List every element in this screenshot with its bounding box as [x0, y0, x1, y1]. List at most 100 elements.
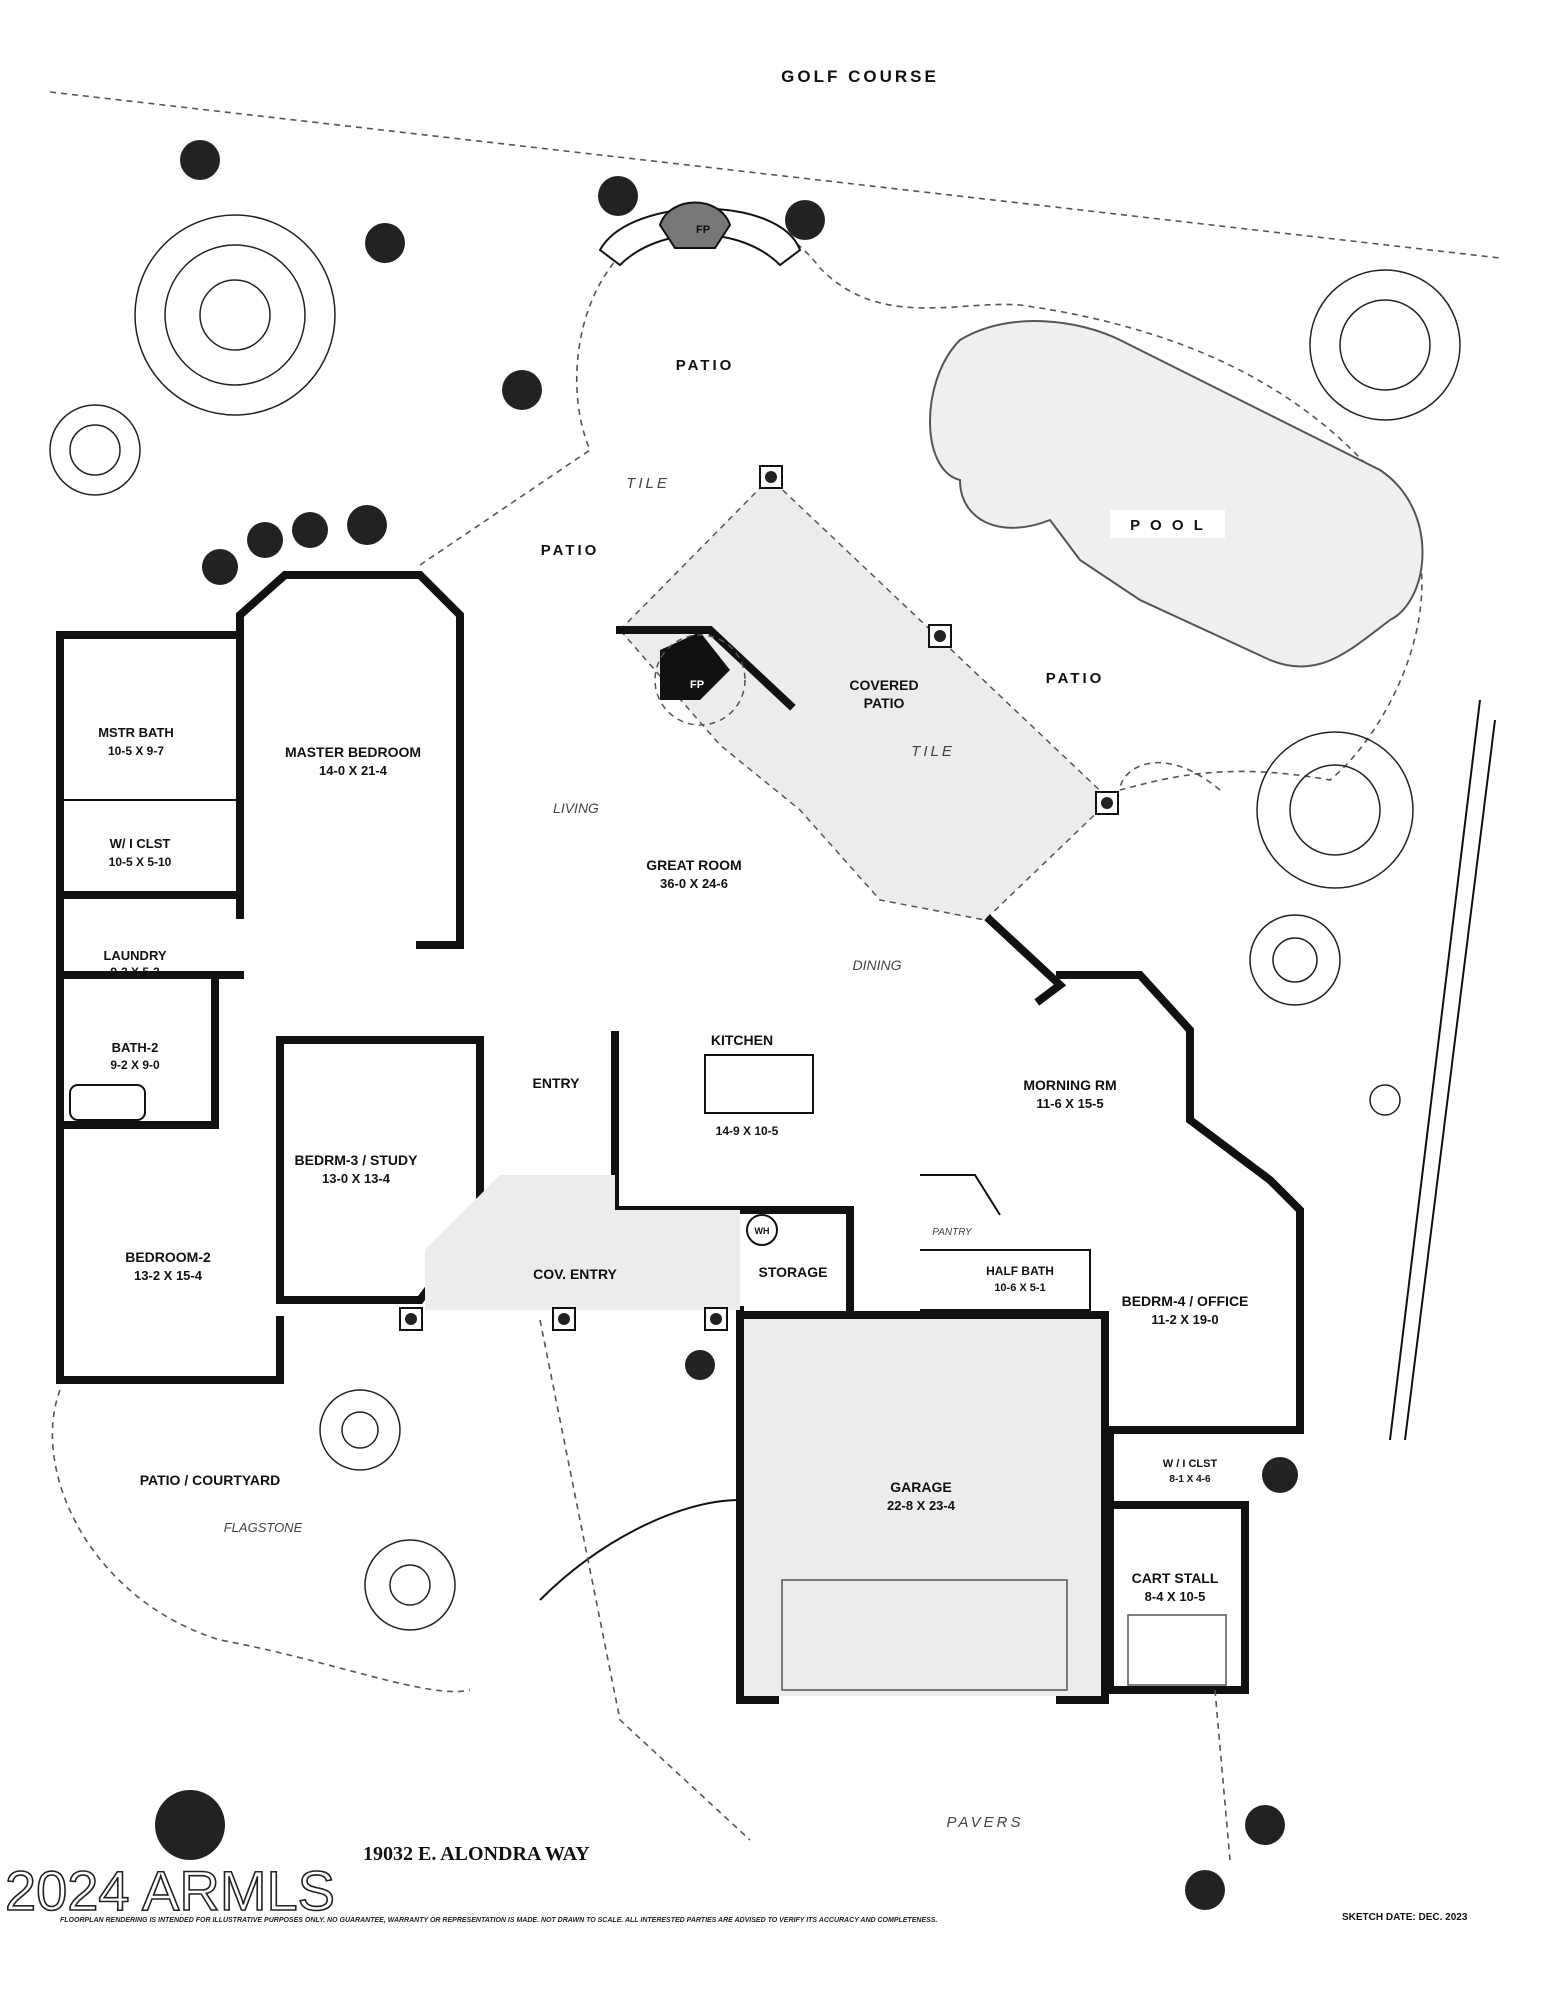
wall-cart-stall	[1106, 1501, 1249, 1694]
shrub-flower-sw	[364, 1539, 456, 1631]
living-label: LIVING	[553, 800, 599, 816]
half-bath-size: 10-6 X 5-1	[994, 1282, 1045, 1294]
patio-west-label: PATIO	[541, 542, 600, 559]
master-bedroom-name: MASTER BEDROOM	[285, 744, 421, 760]
column-dot	[765, 471, 777, 483]
property-line	[49, 91, 1501, 259]
kitchen-size: 14-9 X 10-5	[716, 1124, 779, 1138]
patio-outline-east	[1119, 761, 1221, 791]
wall-morning-bedrm4	[1056, 971, 1304, 1434]
great-room-size: 36-0 X 24-6	[660, 876, 728, 891]
covered-patio-label-2: PATIO	[864, 695, 905, 711]
wi-clst-name: W/ I CLST	[110, 836, 171, 851]
covered-patio	[618, 476, 1112, 921]
watermark: 2024 ARMLS	[5, 1859, 335, 1922]
wall-master-bedroom	[236, 571, 464, 949]
wh-label: WH	[755, 1226, 770, 1236]
wi-clst2-name: W / I CLST	[1163, 1458, 1218, 1470]
shrub	[347, 505, 387, 545]
wall-storage	[731, 1206, 854, 1314]
wall-half-bath	[920, 1249, 1091, 1311]
bedrm3-name: BEDRM-3 / STUDY	[295, 1152, 419, 1168]
shrub	[1185, 1870, 1225, 1910]
shrub	[1245, 1805, 1285, 1845]
pavers-label: PAVERS	[947, 1814, 1024, 1831]
tree-large-nw	[134, 214, 336, 416]
wall-west	[56, 631, 284, 1384]
shrub	[202, 549, 238, 585]
disclaimer: FLOORPLAN RENDERING IS INTENDED FOR ILLU…	[60, 1917, 937, 1924]
tree-round-w	[49, 404, 141, 496]
tile-covered-label: TILE	[911, 743, 955, 760]
shrub	[247, 522, 283, 558]
kitchen-name: KITCHEN	[711, 1032, 773, 1048]
sketch-date: SKETCH DATE: DEC. 2023	[1342, 1912, 1468, 1923]
wall-garage-east	[736, 1311, 1109, 1704]
wall-pantry	[920, 1174, 1001, 1216]
address-title: 19032 E. ALONDRA WAY	[363, 1843, 590, 1865]
half-bath-name: HALF BATH	[986, 1264, 1054, 1278]
shrub	[598, 176, 638, 216]
tree-large-ne	[1309, 269, 1461, 421]
garage-door	[781, 1579, 1068, 1691]
wi-clst2-size: 8-1 X 4-6	[1169, 1474, 1211, 1485]
fp-outdoor-label: FP	[696, 224, 710, 236]
golf-course-label: GOLF COURSE	[781, 67, 939, 86]
property-wall-inner	[1404, 719, 1496, 1441]
morning-rm-size: 11-6 X 15-5	[1036, 1096, 1103, 1111]
shrub-flower-courtyard	[319, 1389, 401, 1471]
great-room-name: GREAT ROOM	[646, 857, 741, 873]
pavers-edge	[1214, 1689, 1231, 1861]
shrub	[685, 1350, 715, 1380]
patio-east-label: PATIO	[1046, 670, 1105, 687]
master-bedroom-size: 14-0 X 21-4	[319, 763, 388, 778]
laundry-size: 9-2 X 5-2	[110, 965, 160, 979]
indoor-fireplace	[660, 632, 730, 700]
shrub	[180, 140, 220, 180]
pavers-path	[539, 1319, 751, 1841]
outdoor-fireplace	[658, 201, 732, 249]
hearth-arc	[654, 634, 746, 726]
tree-large-e	[1256, 731, 1414, 889]
garden-path	[539, 1499, 741, 1601]
courtyard-path	[51, 1389, 471, 1693]
wall-north-bath	[56, 616, 244, 639]
mstr-bath-size: 10-5 X 9-7	[108, 744, 164, 758]
bath2-name: BATH-2	[112, 1040, 159, 1055]
dining-label: DINING	[853, 957, 902, 973]
column-dot	[1101, 797, 1113, 809]
covered-patio-label-1: COVERED	[849, 677, 918, 693]
morning-rm-name: MORNING RM	[1023, 1077, 1116, 1093]
cart-door	[1127, 1614, 1227, 1686]
tile-north-label: TILE	[626, 475, 670, 492]
planter	[1369, 1084, 1401, 1116]
shrub	[502, 370, 542, 410]
shrub	[292, 512, 328, 548]
bath2-size: 9-2 X 9-0	[110, 1058, 160, 1072]
patio-courtyard-label: PATIO / COURTYARD	[140, 1472, 281, 1488]
pantry-label: PANTRY	[932, 1227, 973, 1238]
fp-indoor-label: FP	[690, 679, 704, 691]
mstr-bath-name: MSTR BATH	[98, 725, 174, 740]
wall-garage-west	[736, 1306, 779, 1704]
column-dot	[405, 1313, 417, 1325]
garage-size: 22-8 X 23-4	[887, 1498, 956, 1513]
column-dot	[558, 1313, 570, 1325]
bathtub	[69, 1084, 146, 1121]
wall-dining-diagonal	[984, 914, 1067, 1006]
shrub	[155, 1790, 225, 1860]
outdoor-fireplace-arc	[598, 207, 802, 267]
kitchen-island	[704, 1054, 814, 1114]
bedroom2-name: BEDROOM-2	[125, 1249, 211, 1265]
shrub	[365, 223, 405, 263]
column-dot	[934, 630, 946, 642]
laundry-name: LAUNDRY	[103, 948, 166, 963]
bedrm4-size: 11-2 X 19-0	[1151, 1312, 1218, 1327]
patio-north-label: PATIO	[676, 357, 735, 374]
shrub	[785, 200, 825, 240]
water-heater	[746, 1214, 778, 1246]
cart-stall-name: CART STALL	[1132, 1570, 1219, 1586]
pool-shape	[929, 320, 1424, 668]
bedrm4-name: BEDRM-4 / OFFICE	[1122, 1293, 1249, 1309]
